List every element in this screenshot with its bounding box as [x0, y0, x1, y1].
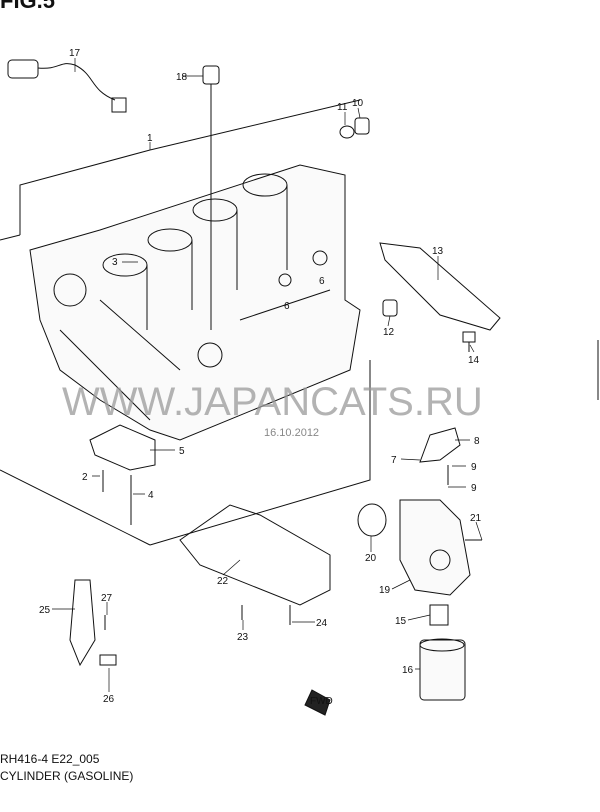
callout-27: 27 — [101, 593, 113, 604]
callout-3: 3 — [112, 257, 118, 268]
callout-6a: 6 — [284, 301, 290, 312]
callout-4: 4 — [148, 490, 154, 501]
block-group-outline-2 — [0, 234, 21, 241]
callout-11: 11 — [337, 102, 348, 113]
bolts-misc — [99, 465, 482, 666]
cap-5 — [89, 424, 156, 471]
oring-20 — [357, 503, 387, 537]
callout-22: 22 — [217, 576, 229, 587]
callout-20: 20 — [365, 553, 377, 564]
callout-15: 15 — [395, 616, 407, 627]
callout-9b: 9 — [471, 483, 477, 494]
cover-13 — [379, 242, 501, 331]
block-group-outline-5 — [149, 99, 361, 151]
bushing-12 — [382, 299, 398, 317]
leader-lines — [52, 58, 483, 692]
callout-23: 23 — [237, 632, 249, 643]
callout-9a: 9 — [471, 462, 477, 473]
oil-pump-19 — [399, 499, 471, 596]
callout-6b: 6 — [319, 276, 325, 287]
watermark: WWW.JAPANCATS.RU — [62, 380, 483, 424]
callout-25: 25 — [39, 605, 51, 616]
cylinder-block — [29, 164, 361, 441]
date-stamp: 16.10.2012 — [264, 427, 319, 439]
callout-2: 2 — [82, 472, 88, 483]
bracket-7-8 — [419, 427, 461, 463]
bracket-25 — [69, 579, 96, 667]
callout-12: 12 — [383, 327, 395, 338]
nipple-15 — [429, 604, 449, 626]
callout-17: 17 — [69, 48, 81, 59]
callout-21: 21 — [470, 513, 482, 524]
callout-8: 8 — [474, 436, 480, 447]
callout-10: 10 — [352, 98, 364, 109]
figure-title: FIG.5 — [0, 0, 56, 13]
plug-10-11 — [339, 117, 370, 139]
bolt-14 — [462, 331, 476, 352]
sensor-18 — [202, 65, 220, 330]
block-group-outline-3 — [149, 360, 371, 546]
callout-19: 19 — [379, 585, 391, 596]
fwd-arrow-icon: FWD — [304, 689, 333, 716]
callout-14: 14 — [468, 355, 480, 366]
bolts-2-4 — [102, 470, 132, 525]
callout-1: 1 — [147, 133, 153, 144]
diagram-code: RH416-4 E22_005 — [0, 752, 100, 766]
callout-13: 13 — [432, 246, 444, 257]
fwd-label: FWD — [310, 696, 333, 707]
block-group-outline — [19, 149, 151, 235]
sensor-17 — [7, 59, 127, 113]
callout-26: 26 — [103, 694, 115, 705]
oil-pan-22 — [179, 504, 331, 606]
block-group-outline-4 — [0, 469, 151, 546]
diagram-title: CYLINDER (GASOLINE) — [0, 769, 134, 783]
callout-18: 18 — [176, 72, 188, 83]
callout-7: 7 — [391, 455, 397, 466]
oil-filter-16 — [419, 638, 466, 701]
callout-16: 16 — [402, 665, 414, 676]
callout-24: 24 — [316, 618, 328, 629]
callout-5: 5 — [179, 446, 185, 457]
